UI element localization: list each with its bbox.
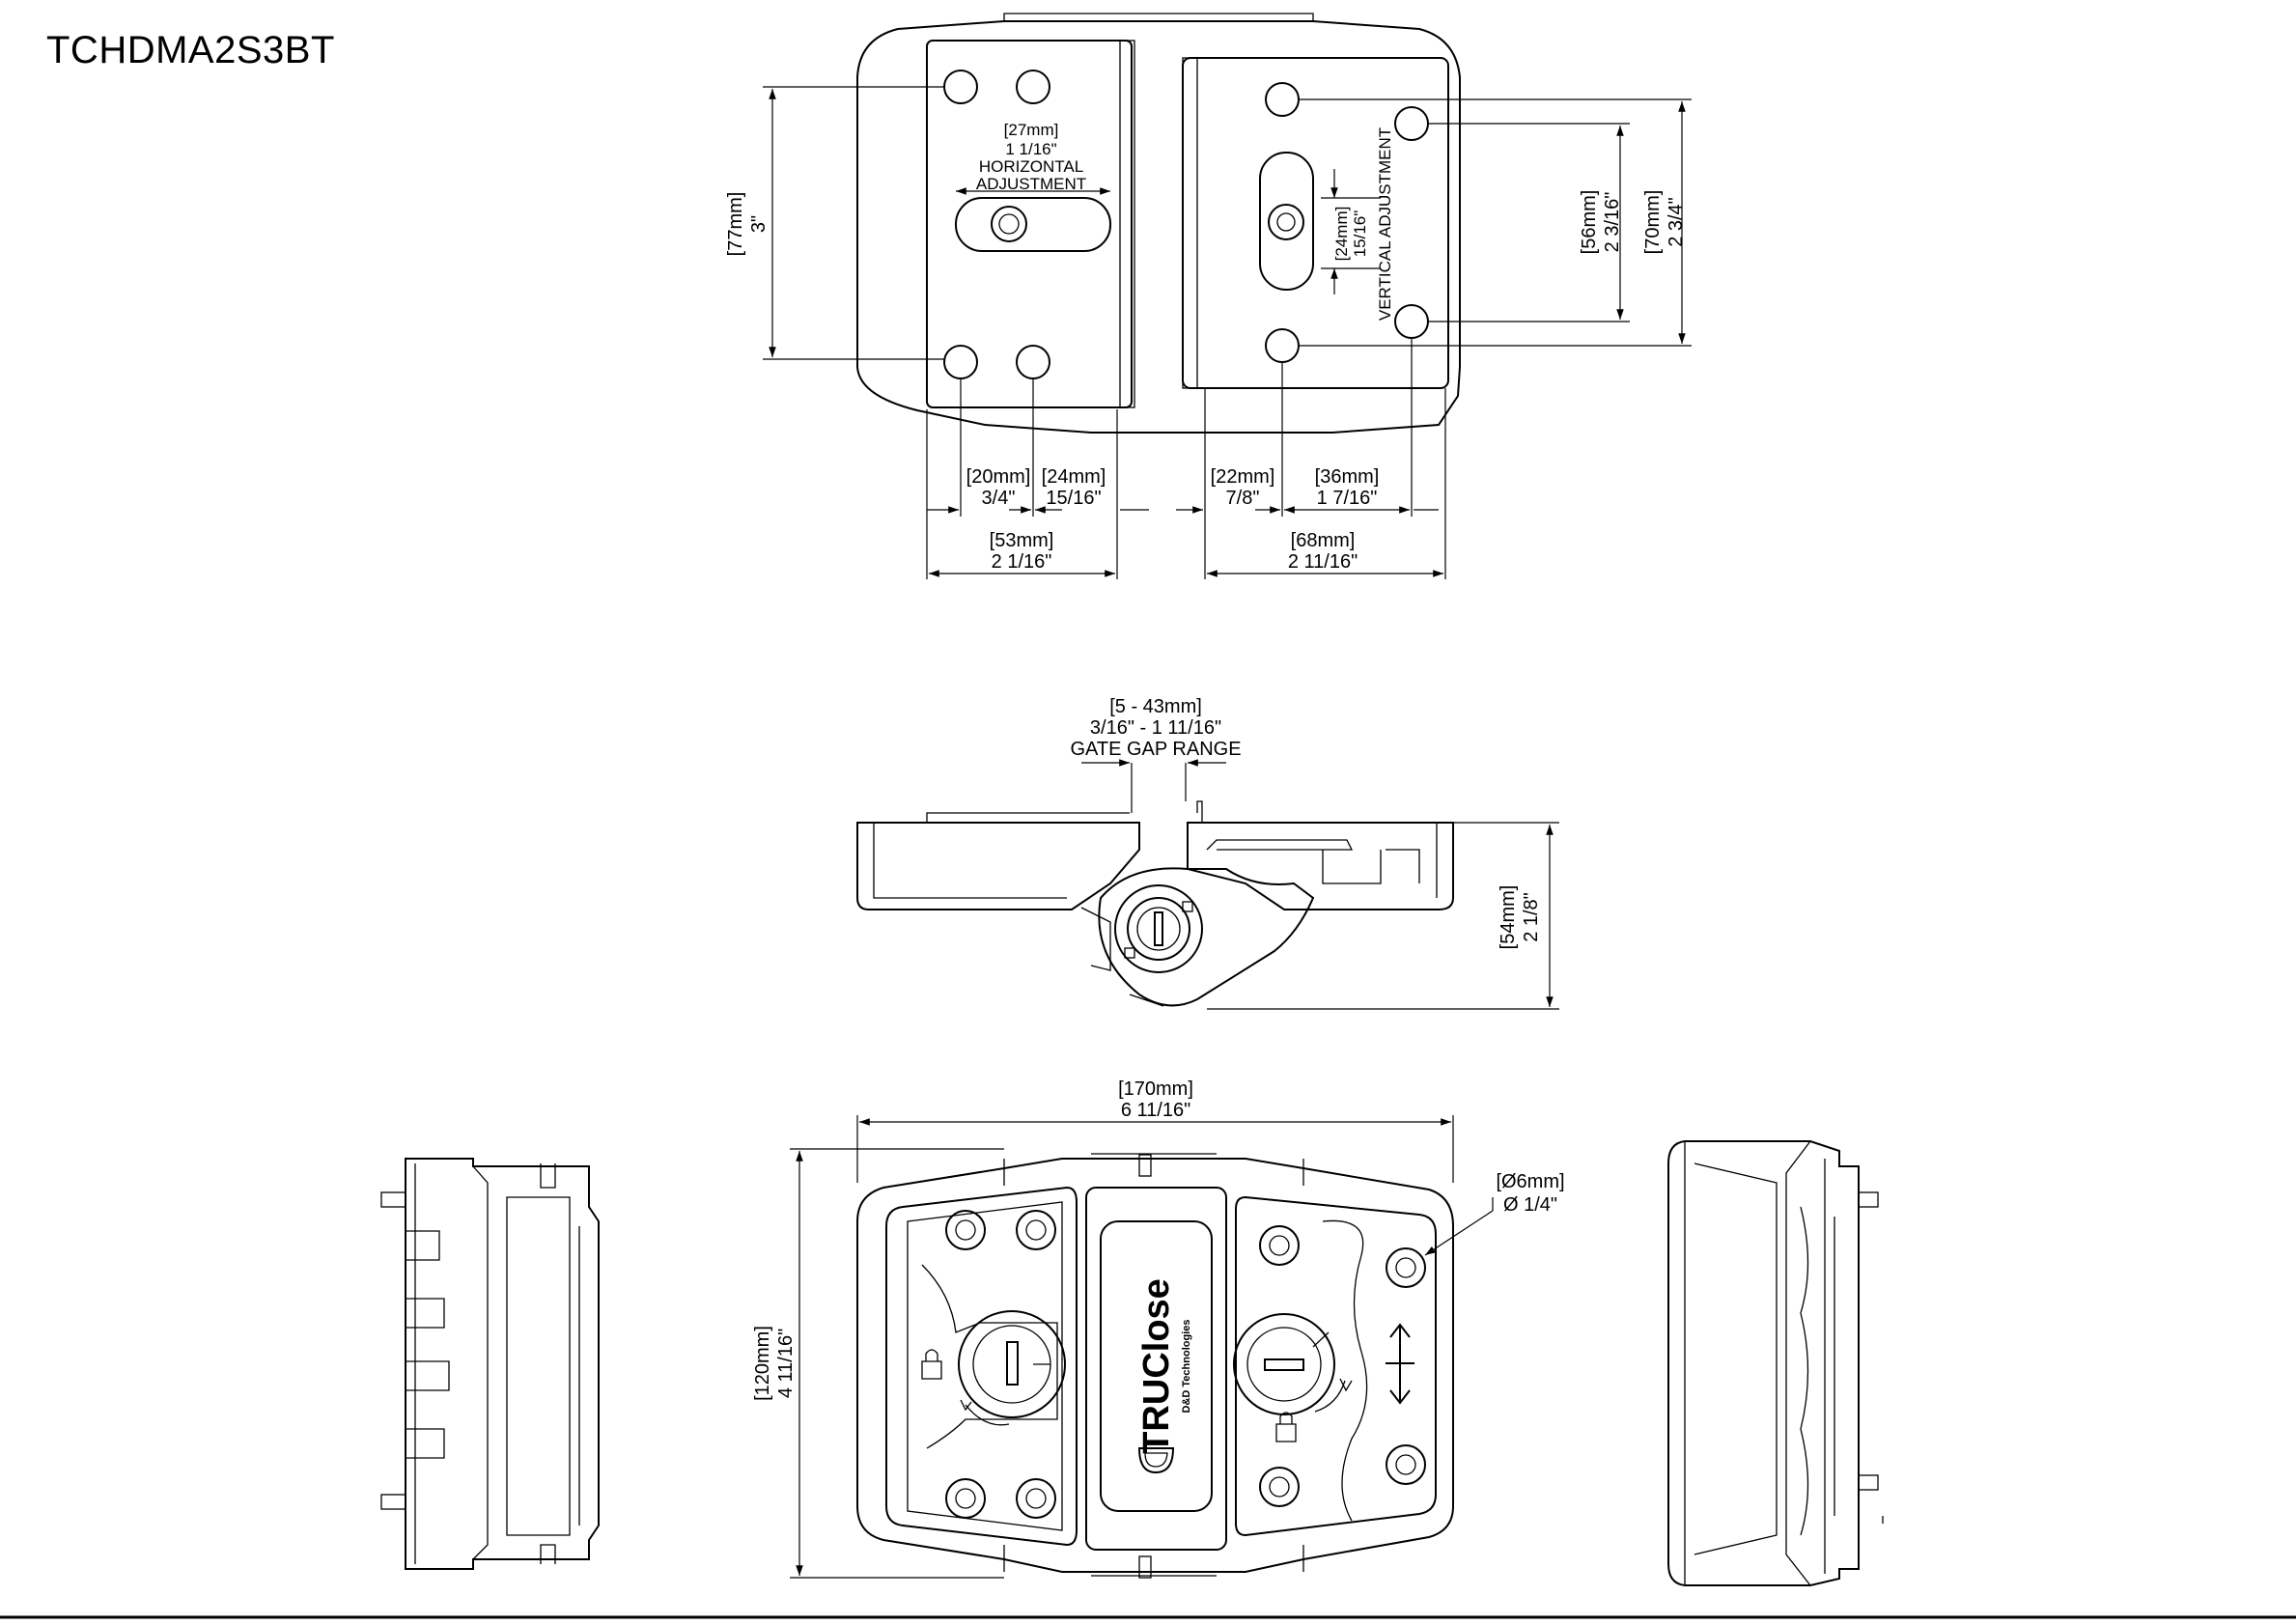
right-inner-in: 2 3/16"	[1602, 192, 1623, 253]
mount-hole	[1394, 304, 1429, 339]
d68-mm: [68mm]	[1291, 530, 1356, 551]
d36-mm: [36mm]	[1315, 466, 1380, 488]
left-height-in: 3"	[748, 215, 770, 233]
right-end-view	[1667, 1140, 1884, 1586]
mount-hole	[945, 1478, 986, 1519]
d53-in: 2 1/16"	[992, 551, 1052, 573]
front-height-mm: [120mm]	[752, 1326, 773, 1401]
mount-hole	[943, 70, 978, 104]
vert-adj-label: VERTICAL ADJUSTMENT	[1376, 127, 1394, 321]
vertical-adjust-arrow-icon	[1386, 1323, 1414, 1405]
d24-mm: [24mm]	[1042, 466, 1106, 488]
side-right-block	[1187, 822, 1454, 910]
front-view: [170mm] 6 11/16" [120mm] 4 11/16"	[752, 1078, 1565, 1579]
left-plate: [27mm] 1 1/16" HORIZONTAL ADJUSTMENT	[926, 40, 1135, 408]
d22-in: 7/8"	[1226, 488, 1260, 509]
brand-sub: D&D Technologies	[1181, 1320, 1192, 1414]
d53-mm: [53mm]	[990, 530, 1054, 551]
d20-in: 3/4"	[982, 488, 1016, 509]
side-view: [5 - 43mm] 3/16" - 1 11/16" GATE GAP RAN…	[856, 696, 1559, 1010]
hole-dia-in: Ø 1/4"	[1503, 1194, 1557, 1216]
front-left-half	[885, 1186, 1078, 1547]
mount-hole	[1016, 345, 1050, 379]
rotate-arrow-icon	[965, 1404, 1010, 1426]
front-height-in: 4 11/16"	[775, 1329, 797, 1398]
right-outer-mm: [70mm]	[1642, 190, 1664, 255]
padlock-icon	[921, 1349, 942, 1380]
right-plate: [24mm] 15/16" VERTICAL ADJUSTMENT	[1182, 57, 1449, 389]
gap-label: GATE GAP RANGE	[1070, 739, 1241, 760]
d24-in: 15/16"	[1046, 488, 1101, 509]
right-inner-mm: [56mm]	[1579, 190, 1600, 255]
brand-d-icon	[1137, 1447, 1175, 1474]
mount-hole	[1259, 1225, 1300, 1266]
mount-hole	[1386, 1247, 1426, 1288]
side-height-mm: [54mm]	[1498, 885, 1519, 950]
mount-hole	[945, 1210, 986, 1250]
mount-hole	[1265, 328, 1300, 363]
front-body-outline	[856, 1158, 1454, 1573]
mount-hole	[1016, 70, 1050, 104]
mount-hole	[1386, 1444, 1426, 1485]
side-hinge-body	[1098, 867, 1315, 1007]
front-left-lock-cylinder	[958, 1310, 1066, 1418]
horiz-adj-in: 1 1/16"	[1005, 140, 1056, 158]
horiz-adj-mm: [27mm]	[1004, 121, 1059, 139]
d68-in: 2 11/16"	[1288, 551, 1358, 573]
vert-adj-in: 15/16"	[1351, 210, 1369, 258]
mount-hole	[1394, 106, 1429, 141]
hole-dia-mm: [Ø6mm]	[1496, 1171, 1564, 1192]
front-width-mm: [170mm]	[1118, 1078, 1193, 1100]
horizontal-adjustment-slot	[955, 197, 1111, 252]
left-end-view	[380, 1158, 600, 1570]
front-width-in: 6 11/16"	[1121, 1100, 1190, 1121]
drawing-title: TCHDMA2S3BT	[46, 29, 335, 71]
front-right-lock-cylinder	[1233, 1313, 1335, 1415]
side-height-in: 2 1/8"	[1521, 892, 1542, 942]
gap-in: 3/16" - 1 11/16"	[1090, 717, 1221, 739]
top-view: [27mm] 1 1/16" HORIZONTAL ADJUSTMENT [24…	[725, 13, 1692, 579]
side-left-block	[856, 822, 1140, 910]
mount-hole	[943, 345, 978, 379]
mount-hole	[1265, 82, 1300, 117]
d22-mm: [22mm]	[1211, 466, 1275, 488]
horiz-adj-label-1: HORIZONTAL	[979, 157, 1083, 176]
right-outer-in: 2 3/4"	[1666, 197, 1687, 247]
front-center-module: TRUClose D&D Technologies	[1085, 1187, 1227, 1551]
horiz-adj-label-2: ADJUSTMENT	[976, 175, 1086, 193]
side-lock-cylinder	[1114, 884, 1203, 973]
d20-mm: [20mm]	[966, 466, 1031, 488]
brand-logo: TRUClose	[1136, 1278, 1177, 1454]
mount-hole	[1016, 1478, 1056, 1519]
vertical-adjustment-slot	[1259, 152, 1314, 291]
padlock-icon	[1275, 1412, 1297, 1442]
mount-hole	[1259, 1467, 1300, 1507]
front-right-half	[1233, 1195, 1437, 1537]
top-view-body-outline	[856, 20, 1461, 434]
gap-mm: [5 - 43mm]	[1109, 696, 1202, 717]
left-height-mm: [77mm]	[725, 192, 746, 257]
d36-in: 1 7/16"	[1317, 488, 1378, 509]
mount-hole	[1016, 1210, 1056, 1250]
vert-adj-mm: [24mm]	[1332, 207, 1351, 262]
